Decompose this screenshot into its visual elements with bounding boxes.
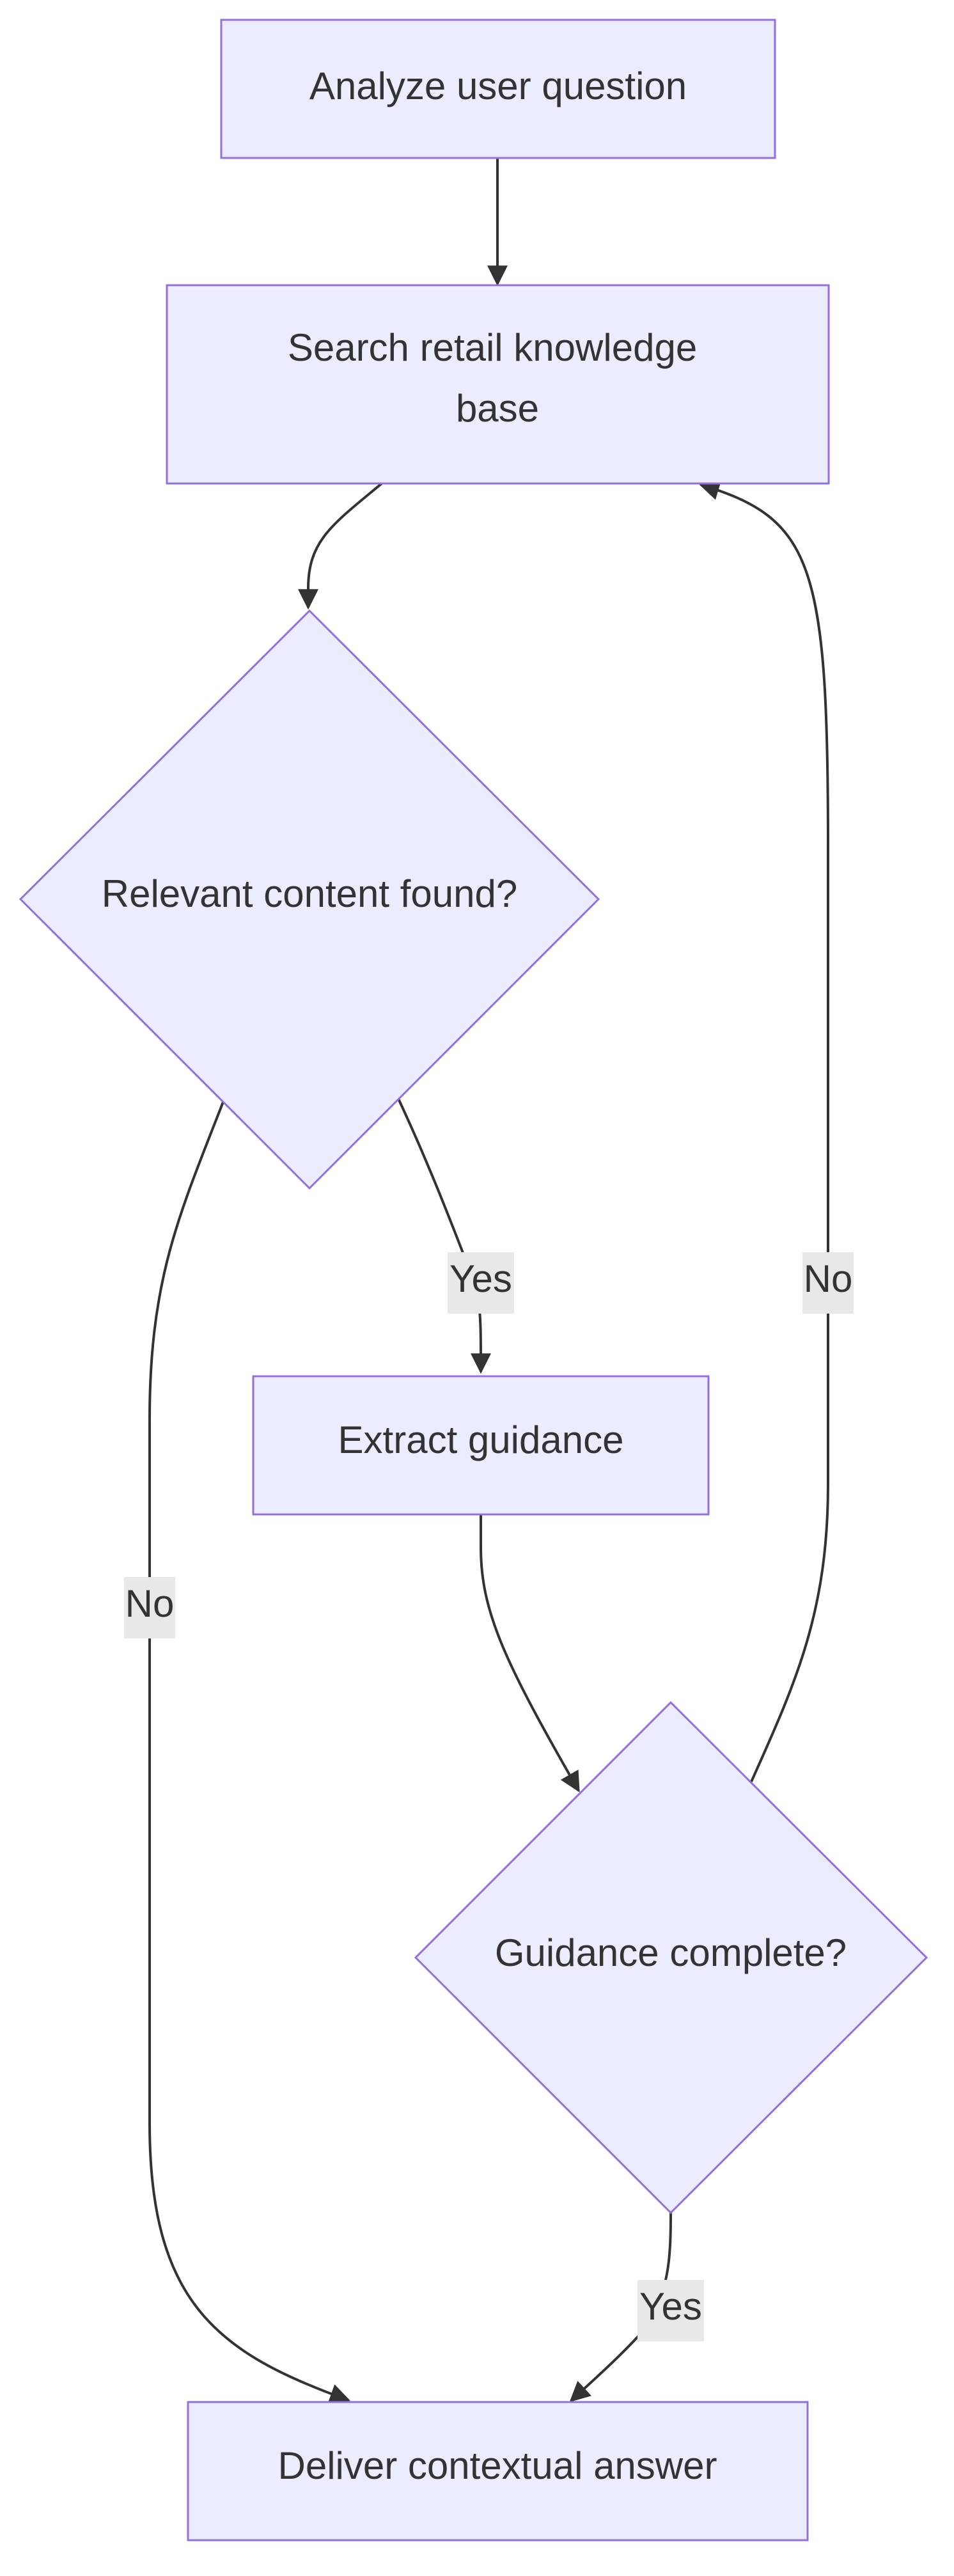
node-deliver-contextual-answer[interactable]: Deliver contextual answer: [187, 2401, 809, 2541]
edge-label-relevant-yes: Yes: [448, 1252, 514, 1314]
node-label: Analyze user question: [309, 65, 687, 107]
edge-label-text: Yes: [450, 1257, 512, 1300]
edge-relevant-to-extract: [397, 1098, 491, 1374]
edge-label-complete-no: No: [802, 1252, 854, 1314]
nodes: Analyze user question Search retail know…: [19, 19, 928, 2541]
edges: [148, 158, 829, 2404]
node-label-line-1: Search retail knowledge: [288, 326, 697, 369]
node-label: Guidance complete?: [495, 1931, 847, 1974]
edge-label-text: No: [125, 1582, 175, 1625]
node-relevant-content-found-decision[interactable]: Relevant content found?: [19, 609, 600, 1190]
edge-label-text: Yes: [639, 2285, 702, 2328]
edge-label-complete-yes: Yes: [637, 2280, 704, 2341]
node-label: Relevant content found?: [102, 872, 517, 915]
edge-labels: Yes No No Yes: [124, 1252, 854, 2341]
node-guidance-complete-decision[interactable]: Guidance complete?: [414, 1700, 928, 2215]
node-label-line-2: base: [456, 387, 539, 430]
edge-label-text: No: [804, 1257, 853, 1300]
edge-relevant-to-deliver: [148, 1101, 351, 2404]
edge-label-relevant-no: No: [124, 1577, 175, 1638]
edge-complete-to-search: [698, 480, 829, 1782]
node-label: Deliver contextual answer: [278, 2444, 717, 2487]
node-label: Extract guidance: [338, 1418, 624, 1461]
edge-search-to-relevant: [298, 482, 383, 610]
node-analyze-user-question[interactable]: Analyze user question: [220, 19, 776, 159]
edge-extract-to-complete: [480, 1514, 580, 1793]
node-extract-guidance[interactable]: Extract guidance: [252, 1375, 710, 1516]
node-search-retail-knowledge-base[interactable]: Search retail knowledge base: [166, 284, 830, 485]
